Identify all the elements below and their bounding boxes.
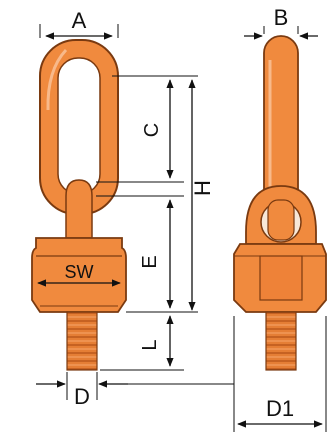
side-hex-face — [259, 255, 303, 301]
label-L: L — [139, 339, 161, 350]
label-D: D — [74, 384, 90, 409]
eye-ring-opening — [57, 57, 101, 195]
label-E: E — [139, 255, 161, 268]
label-SW: SW — [65, 262, 94, 282]
front-view — [31, 39, 127, 371]
threaded-stud — [66, 311, 98, 371]
side-view — [233, 35, 327, 371]
label-D1: D1 — [266, 396, 294, 421]
label-B: B — [274, 5, 289, 30]
label-C: C — [141, 123, 163, 137]
dimension-lines — [36, 24, 327, 432]
eye-neck — [65, 179, 93, 239]
label-H: H — [190, 180, 215, 196]
side-threaded-stud — [265, 311, 297, 371]
label-A: A — [72, 8, 87, 33]
dimension-labels: A B C H E SW L D D1 — [65, 5, 295, 421]
